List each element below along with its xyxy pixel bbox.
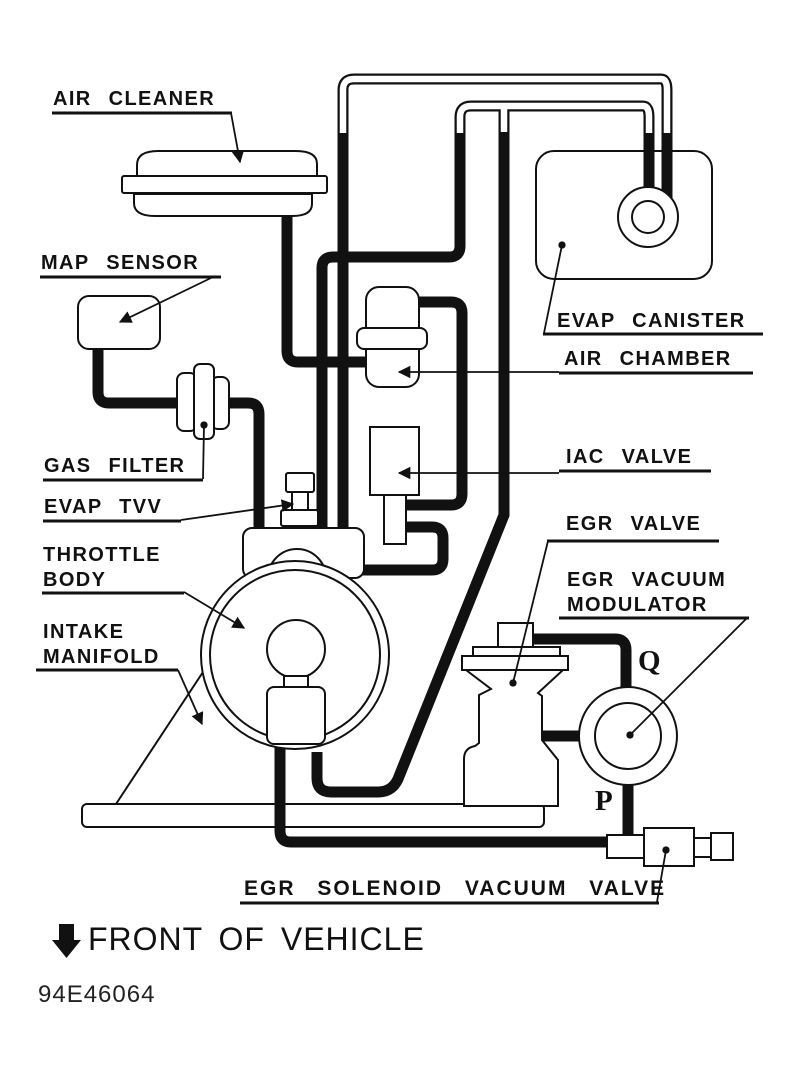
port-q-label: Q: [638, 645, 661, 677]
evap-canister-label: EVAP CANISTER: [557, 310, 746, 332]
map-sensor-label: MAP SENSOR: [41, 252, 200, 274]
egr-valve-label: EGR VALVE: [566, 513, 702, 535]
evap-tvv-label: EVAP TVV: [44, 496, 163, 518]
egr-vacuum-modulator-label-line2: MODULATOR: [567, 594, 708, 616]
leader-lines: [118, 112, 748, 903]
leader-throttle-body: [183, 591, 246, 629]
hose-white-channels: [339, 75, 671, 133]
gas-filter-label: GAS FILTER: [44, 455, 186, 477]
throttle-body-label: THROTTLE BODY: [43, 543, 161, 593]
air-cleaner-shape: [121, 150, 328, 217]
air-chamber-label: AIR CHAMBER: [564, 348, 732, 370]
hose-gas-filter-to-throttle: [228, 397, 265, 534]
air-cleaner-label: AIR CLEANER: [53, 88, 216, 110]
hose-air-chamber-to-iac: [400, 296, 468, 511]
vacuum-hoses: [92, 73, 673, 848]
iac-valve-shape: [369, 426, 420, 545]
leader-air-cleaner: [230, 112, 245, 164]
leader-map-sensor: [118, 276, 214, 323]
intake-manifold-label-line2: MANIFOLD: [43, 646, 160, 668]
leader-egr-vacuum-modulator: [626, 617, 748, 739]
egr-valve-shape: [461, 622, 569, 807]
intake-manifold-shape: [81, 671, 545, 828]
evap-canister-port: [617, 186, 679, 248]
front-of-vehicle-label: FRONT OF VEHICLE: [88, 921, 425, 957]
figure-code: 94E46064: [38, 981, 156, 1008]
leader-evap-tvv: [180, 499, 295, 521]
leader-intake-manifold: [177, 669, 204, 726]
leader-gas-filter: [200, 421, 208, 480]
intake-manifold-label-line1: INTAKE: [43, 621, 125, 643]
hose-egr-to-modulator-top: [532, 633, 632, 690]
hose-iac-to-throttle: [336, 521, 449, 576]
hose-map-sensor-to-gas-filter: [92, 345, 180, 409]
egr-vacuum-modulator-label-line1: EGR VACUUM: [567, 569, 727, 591]
hose-throttle-to-solenoid: [274, 746, 614, 848]
throttle-body-shape: [200, 527, 390, 750]
map-sensor-shape: [77, 295, 161, 350]
air-chamber-shape: [356, 286, 428, 388]
down-arrow-icon: [52, 924, 81, 958]
egr-solenoid-vacuum-valve-label: EGR SOLENOID VACUUM VALVE: [244, 877, 667, 900]
hose-air-cleaner-to-air-chamber: [281, 213, 370, 368]
intake-manifold-label: INTAKE MANIFOLD: [43, 620, 160, 670]
egr-vacuum-modulator-label: EGR VACUUM MODULATOR: [567, 568, 726, 618]
throttle-body-label-line1: THROTTLE: [43, 544, 161, 566]
leader-evap-canister: [543, 241, 566, 334]
throttle-body-label-line2: BODY: [43, 569, 107, 591]
evap-tvv-shape: [280, 472, 319, 536]
iac-valve-label: IAC VALVE: [566, 446, 693, 468]
label-underlines: [36, 111, 763, 905]
leader-egr-solenoid-vacuum-valve: [656, 846, 670, 903]
hose-long-diagonal: [311, 104, 510, 798]
gas-filter-shape: [176, 363, 230, 440]
port-p-label: P: [595, 785, 613, 817]
leader-egr-valve: [509, 540, 549, 687]
